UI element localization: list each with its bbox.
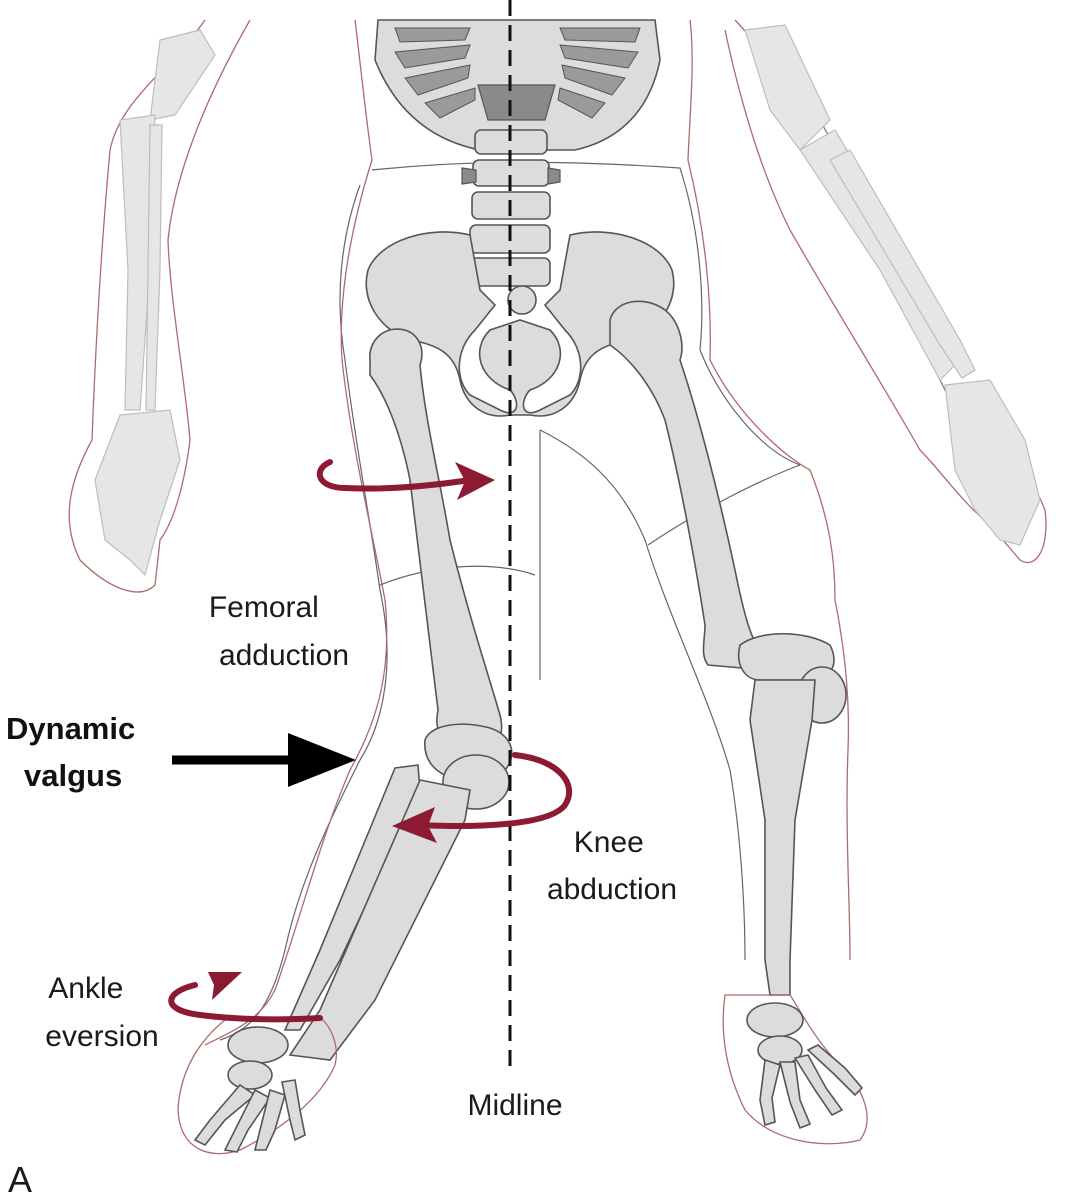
right-arm [725,20,1046,563]
dynamic-valgus-label: Dynamic valgus [6,711,144,793]
left-arm [69,20,250,592]
panel-label: A [8,1159,32,1200]
left-leg [178,329,512,1154]
knee-abduction-label: Knee abduction [547,826,677,906]
right-foot [723,995,867,1144]
right-leg [610,301,867,1143]
midline-label: Midline [467,1089,562,1122]
valgus-arrow [172,733,356,787]
curved-arrow-icon [320,462,470,489]
ankle-eversion-label: Ankle eversion [45,972,158,1053]
femoral-adduction-label: Femoral adduction [209,591,349,672]
